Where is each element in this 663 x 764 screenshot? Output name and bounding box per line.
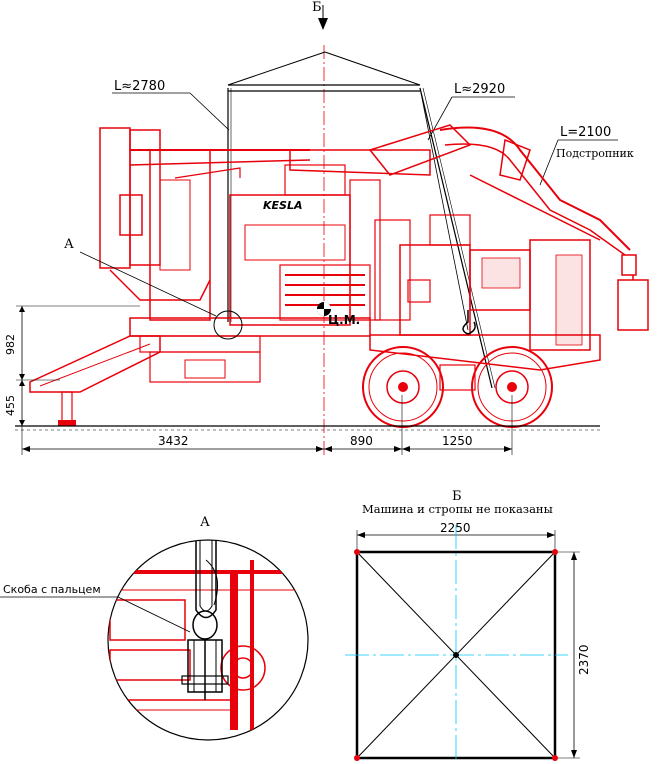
right-sling-length: L≈2920 [454, 82, 505, 97]
view-b-depth: 2370 [577, 644, 591, 675]
cog-label: Ц.М. [328, 313, 360, 327]
dim-455: 455 [4, 395, 17, 416]
sling-callouts: L≈2780 L≈2920 L=2100 Подстропник [112, 79, 634, 186]
view-b-width: 2250 [440, 521, 471, 535]
view-b-arrow-label: Б [312, 0, 322, 15]
shackle-label: Скоба с пальцем [3, 583, 101, 596]
view-b-arrow: Б [312, 0, 328, 30]
callout-a: А [64, 237, 243, 340]
detail-a: А Скоба с паль [0, 515, 309, 741]
machine-drawing: KESLA [29, 124, 649, 428]
view-b: Б Машина и стропы не показаны 2250 2370 [345, 489, 591, 762]
spreader-length: L=2100 [560, 125, 611, 140]
ground-line [15, 425, 600, 431]
brand-logo: KESLA [263, 199, 302, 212]
dim-1250: 1250 [442, 434, 473, 448]
detail-a-title: А [200, 515, 210, 530]
spreader-name: Подстропник [556, 147, 634, 160]
dim-982: 982 [4, 334, 17, 355]
view-b-note: Машина и стропы не показаны [362, 502, 553, 516]
sling-system [227, 51, 496, 389]
dimensions: 982 455 3432 890 1250 [4, 305, 513, 455]
dim-890: 890 [350, 434, 373, 448]
left-sling-length: L≈2780 [114, 79, 165, 94]
dim-3432: 3432 [158, 434, 189, 448]
view-b-title: Б [452, 489, 462, 504]
callout-a-label: А [64, 237, 74, 252]
